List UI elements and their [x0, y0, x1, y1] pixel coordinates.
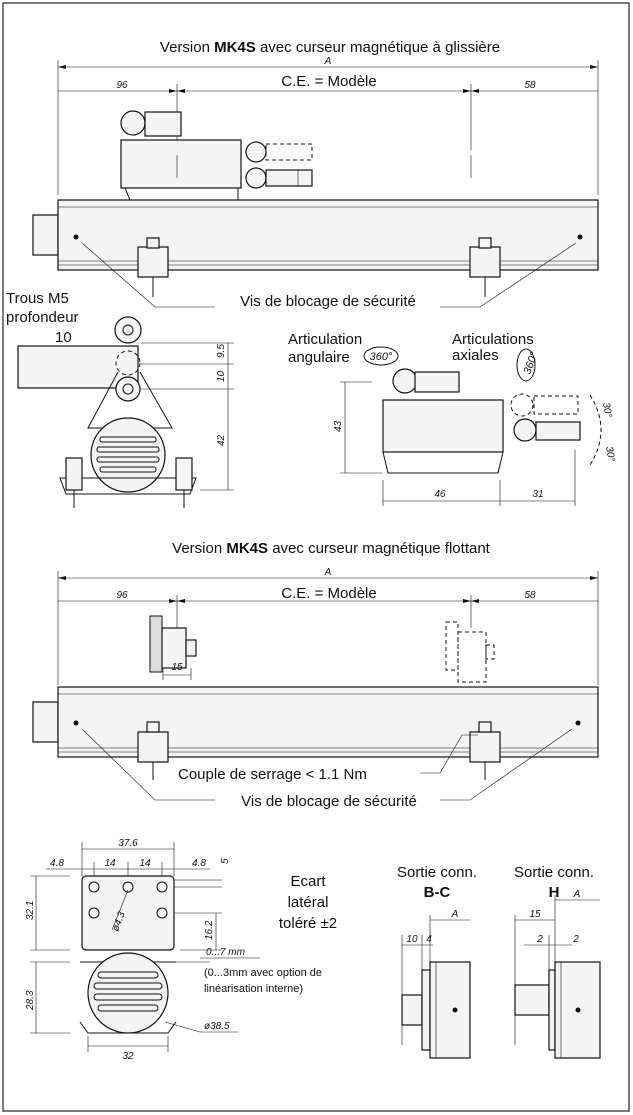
dim-28-3: 28.3	[25, 990, 36, 1011]
articulation-axial-line1: Articulations	[452, 331, 534, 348]
dim-9-5: 9.5	[216, 344, 227, 358]
output-bc-line1: Sortie conn.	[397, 864, 477, 881]
dim-37-6: 37.6	[118, 838, 138, 849]
dim-a-mid: A	[58, 567, 598, 580]
rotation-badge-360-angular: 360°	[363, 346, 399, 366]
output-h-line1: Sortie conn.	[514, 864, 594, 881]
svg-text:A: A	[324, 56, 332, 67]
output-bc-line2: B-C	[424, 884, 451, 901]
floating-cursor	[149, 615, 495, 683]
dim-32: 32	[122, 1051, 134, 1062]
angle-30-up: 30°	[600, 402, 613, 419]
dim-96-mid: 96	[116, 590, 128, 601]
dim-31: 31	[532, 489, 543, 500]
angle-30-down: 30°	[603, 446, 616, 463]
svg-text:2: 2	[572, 934, 579, 945]
articulation-axial-line2: axiales	[452, 347, 499, 364]
svg-text:4: 4	[426, 934, 432, 945]
trous-line3: 10	[55, 329, 72, 346]
output-h-line2: H	[549, 884, 560, 901]
dim-10: 10	[216, 370, 227, 382]
svg-text:A: A	[451, 909, 459, 920]
dim-5: 5	[220, 858, 231, 864]
dim-42: 42	[216, 434, 227, 446]
ce-label-top: C.E. = Modèle	[281, 73, 376, 90]
dim-43: 43	[333, 420, 344, 432]
dim-32-1: 32.1	[25, 901, 36, 920]
dim-4-8-right: 4.8	[192, 858, 206, 869]
svg-text:A: A	[573, 889, 581, 900]
output-h-view: A 15 2 2	[514, 889, 601, 1059]
trous-line1: Trous M5	[6, 290, 69, 307]
vis-label-mid: Vis de blocage de sécurité	[241, 793, 417, 810]
dim-14-right: 14	[139, 858, 151, 869]
dim-0-7: 0...7 mm	[206, 947, 245, 958]
ecart-line3: toléré ±2	[279, 915, 337, 932]
dim-a-top: A	[58, 56, 598, 69]
section2-title: Version MK4S avec curseur magnétique flo…	[172, 540, 491, 557]
articulation-angular-line1: Articulation	[288, 331, 362, 348]
rail-mid	[32, 686, 599, 780]
mounting-plate	[81, 875, 175, 951]
couple-label: Couple de serrage < 1.1 Nm	[178, 766, 367, 783]
sensor-head	[79, 952, 177, 1034]
dim-58-mid: 58	[524, 590, 536, 601]
note-line2: linéarisation interne)	[204, 983, 303, 995]
vis-label-top: Vis de blocage de sécurité	[240, 293, 416, 310]
trous-line2: profondeur	[6, 309, 79, 326]
dim-38-5: ø38.5	[204, 1021, 230, 1032]
ce-label-mid: C.E. = Modèle	[281, 585, 376, 602]
ecart-line2: latéral	[288, 894, 329, 911]
note-line1: (0...3mm avec option de	[204, 967, 322, 979]
side-view-cursor	[17, 316, 197, 508]
dim-16-2: 16.2	[204, 920, 215, 940]
ecart-line1: Ecart	[290, 873, 326, 890]
svg-text:2: 2	[536, 934, 543, 945]
section1-title: Version MK4S avec curseur magnétique à g…	[160, 39, 500, 56]
articulation-cursor	[382, 368, 581, 474]
dim-15-mid: 15	[171, 662, 183, 673]
svg-text:A: A	[324, 567, 332, 578]
dim-14-left: 14	[104, 858, 116, 869]
glider-cursor	[120, 110, 472, 213]
svg-text:15: 15	[529, 909, 541, 920]
articulation-angular-line2: angulaire	[288, 349, 350, 366]
output-bc-view: A 10 4	[401, 909, 471, 1059]
svg-text:10: 10	[406, 934, 418, 945]
dim-46: 46	[434, 489, 446, 500]
svg-text:360°: 360°	[370, 351, 393, 363]
dim-4-8-left: 4.8	[50, 858, 64, 869]
rail-top	[32, 199, 599, 297]
dim-58-top: 58	[524, 80, 536, 91]
dim-96-top: 96	[116, 80, 128, 91]
